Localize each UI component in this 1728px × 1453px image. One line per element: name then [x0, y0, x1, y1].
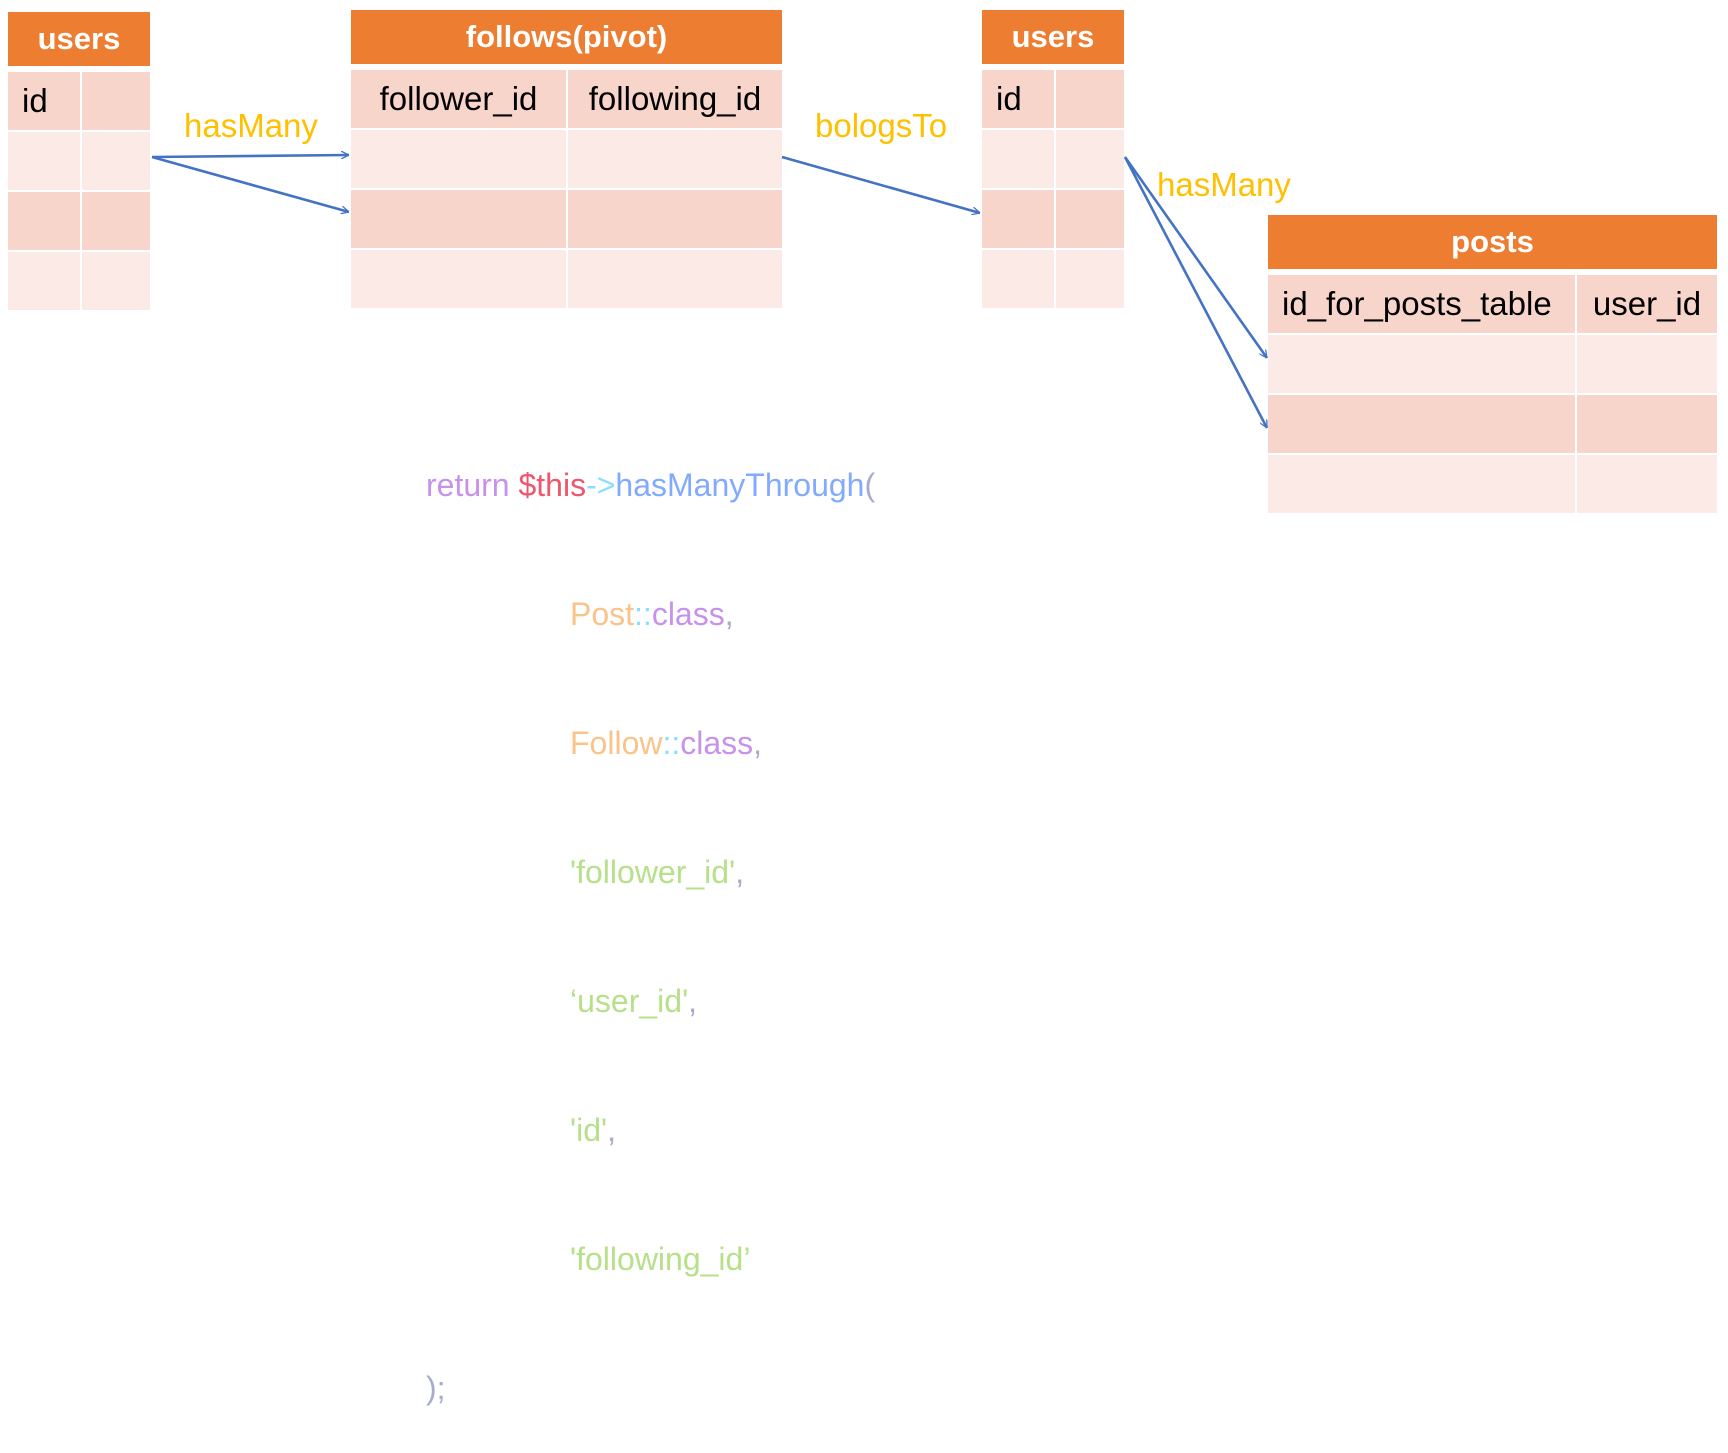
- table-cell: [8, 252, 80, 310]
- table-cell: [80, 132, 150, 190]
- table-cell: [566, 130, 782, 188]
- table-row: [982, 248, 1124, 308]
- arrow-users-to-follows-2: [151, 155, 349, 212]
- table-cell: [1575, 455, 1717, 513]
- column-header-empty: [1054, 70, 1124, 128]
- code-double-colon: ::: [662, 725, 681, 761]
- table-row: [8, 190, 150, 250]
- code-line: );: [426, 1367, 875, 1410]
- code-line: 'following_id’: [426, 1238, 875, 1281]
- code-line: 'id',: [426, 1109, 875, 1152]
- code-line: Follow::class,: [426, 722, 875, 765]
- table-row: [8, 250, 150, 310]
- table-header: users: [8, 12, 150, 70]
- table-header: follows(pivot): [351, 10, 782, 68]
- table-cell: [1575, 335, 1717, 393]
- code-snippet: return $this->hasManyThrough( Post::clas…: [426, 378, 875, 1453]
- has-many-label-2: hasMany: [1157, 166, 1291, 203]
- code-string-id: 'id': [570, 1112, 608, 1148]
- table-row: [982, 128, 1124, 188]
- code-class-keyword: class: [651, 596, 725, 632]
- column-header-id-for-posts-table: id_for_posts_table: [1268, 275, 1575, 333]
- table-header: users: [982, 10, 1124, 68]
- code-string-follower-id: 'follower_id': [570, 854, 736, 890]
- code-line: return $this->hasManyThrough(: [426, 464, 875, 507]
- code-line: Post::class,: [426, 593, 875, 636]
- users-table-right: users id: [982, 10, 1124, 308]
- column-header-following-id: following_id: [566, 70, 782, 128]
- arrow-users-to-posts-1: [1123, 156, 1269, 358]
- table-header: posts: [1268, 215, 1717, 273]
- table-cell: [1575, 395, 1717, 453]
- code-method: hasManyThrough: [615, 467, 865, 503]
- table-cell: [982, 190, 1054, 248]
- table-row: [351, 248, 782, 308]
- code-string-following-id: 'following_id’: [570, 1241, 751, 1277]
- posts-table: posts id_for_posts_table user_id: [1268, 215, 1717, 513]
- table-row: id: [982, 68, 1124, 128]
- table-row: id_for_posts_table user_id: [1268, 273, 1717, 333]
- code-open-paren: (: [864, 467, 876, 503]
- arrow-follows-to-users: [781, 155, 980, 213]
- column-header-user-id: user_id: [1575, 275, 1717, 333]
- table-cell: [566, 250, 782, 308]
- code-keyword-return: return: [426, 467, 519, 503]
- arrow-users-to-follows-1: [151, 155, 349, 157]
- table-row: [8, 130, 150, 190]
- code-comma: ,: [607, 1112, 617, 1148]
- table-row: [982, 188, 1124, 248]
- table-cell: [8, 132, 80, 190]
- arrow-users-to-posts-2: [1123, 156, 1269, 428]
- table-row: id: [8, 70, 150, 130]
- code-double-colon: ::: [634, 596, 652, 632]
- table-cell: [1268, 455, 1575, 513]
- table-cell: [1268, 395, 1575, 453]
- table-cell: [1054, 130, 1124, 188]
- table-row: [1268, 393, 1717, 453]
- table-cell: [982, 130, 1054, 188]
- table-row: [351, 128, 782, 188]
- code-close: );: [426, 1370, 446, 1406]
- table-row: [1268, 453, 1717, 513]
- table-row: follower_id following_id: [351, 68, 782, 128]
- code-comma: ,: [735, 854, 745, 890]
- column-header-id: id: [8, 72, 80, 130]
- table-row: [351, 188, 782, 248]
- table-cell: [1054, 250, 1124, 308]
- code-comma: ,: [753, 725, 763, 761]
- column-header-follower-id: follower_id: [351, 70, 566, 128]
- has-many-label-1: hasMany: [184, 107, 318, 144]
- table-cell: [351, 250, 566, 308]
- table-cell: [351, 190, 566, 248]
- users-table-left: users id: [8, 12, 150, 310]
- column-header-id: id: [982, 70, 1054, 128]
- table-row: [1268, 333, 1717, 393]
- code-this: $this: [518, 467, 587, 503]
- table-cell: [982, 250, 1054, 308]
- code-comma: ,: [688, 983, 698, 1019]
- follows-pivot-table: follows(pivot) follower_id following_id: [351, 10, 782, 308]
- table-cell: [1054, 190, 1124, 248]
- code-line: 'follower_id',: [426, 851, 875, 894]
- code-arrow: ->: [586, 467, 616, 503]
- code-post: Post: [570, 596, 635, 632]
- code-string-user-id: ‘user_id': [570, 983, 689, 1019]
- table-cell: [566, 190, 782, 248]
- code-comma: ,: [724, 596, 734, 632]
- table-cell: [80, 252, 150, 310]
- table-cell: [8, 192, 80, 250]
- code-class-keyword: class: [680, 725, 754, 761]
- table-cell: [1268, 335, 1575, 393]
- code-line: ‘user_id',: [426, 980, 875, 1023]
- table-cell: [80, 192, 150, 250]
- relation-arrows: [151, 0, 1269, 735]
- column-header-empty: [80, 72, 150, 130]
- code-follow: Follow: [570, 725, 663, 761]
- belongs-to-label: bologsTo: [815, 107, 948, 144]
- table-cell: [351, 130, 566, 188]
